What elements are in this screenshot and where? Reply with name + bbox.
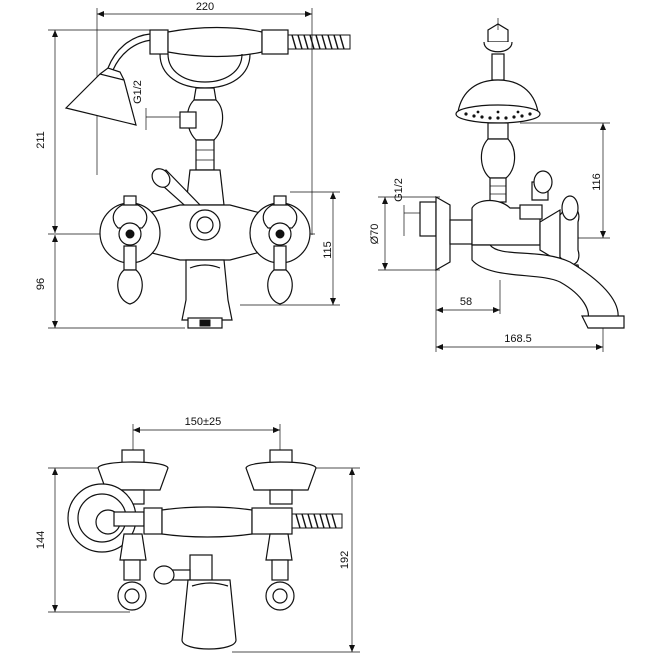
diverter-hub: [189, 209, 221, 241]
dimension-211: 211: [35, 131, 47, 149]
column-cap: [193, 87, 217, 101]
spout: [181, 259, 233, 321]
top-handle-collar-right: [251, 507, 293, 535]
dimension-115: 115: [322, 241, 334, 259]
side-view: 116 Ø70 G1/2 58 168.5: [369, 18, 625, 352]
top-hose: [291, 513, 343, 529]
shower-head-side: [457, 79, 539, 113]
right-handle-upper: [262, 204, 298, 229]
hook-loop: [483, 41, 513, 53]
left-handle-upper: [112, 204, 148, 229]
top-spout-detail: [191, 582, 229, 587]
top-shower-arm: [113, 511, 145, 527]
wall-flange: [435, 195, 451, 272]
top-diverter-stem: [189, 554, 213, 584]
handle-collar-right: [261, 29, 289, 55]
top-handle-collar-left: [143, 507, 163, 535]
shower-nozzles: [464, 110, 532, 120]
front-view: 220 211 96 115 G1/2: [35, 1, 351, 329]
aerator-center: [199, 319, 211, 327]
hook-neck: [491, 53, 505, 81]
top-spout: [181, 579, 237, 650]
left-handle-stem: [123, 245, 137, 271]
wall-connector: [419, 201, 437, 237]
top-diverter-knob: [153, 565, 175, 585]
spout-detail: [189, 264, 221, 269]
flange-nut: [449, 219, 473, 245]
top-left-stem: [123, 559, 141, 581]
shower-outlet: [487, 122, 509, 140]
dimension-150: 150±25: [185, 416, 222, 428]
diverter-hub-inner: [196, 216, 214, 234]
handle-collar-left: [149, 29, 169, 55]
shower-cradle: [159, 53, 251, 89]
top-left-column: [119, 533, 147, 561]
shower-hook-arm-inner: [112, 39, 153, 71]
side-column-bulb: [480, 138, 516, 179]
thread-g12-side: G1/2: [393, 178, 405, 202]
shower-hose: [287, 34, 351, 50]
right-handle-center: [275, 229, 285, 239]
side-handle-collar: [539, 208, 561, 264]
shower-face: [455, 104, 541, 124]
top-right-flange: [245, 461, 317, 491]
left-handle-knob: [117, 269, 143, 305]
handshower-handle: [167, 26, 263, 58]
side-spout: [471, 244, 619, 319]
top-view: 150±25 144 192: [35, 416, 360, 653]
shower-head: [64, 73, 137, 126]
thread-g12-front: G1/2: [132, 80, 144, 104]
top-handshower: [161, 506, 253, 538]
shower-hook-arm: [107, 33, 151, 69]
hose-outlet: [179, 111, 197, 129]
top-right-knob: [265, 581, 295, 611]
dimension-58: 58: [460, 296, 472, 308]
top-right-column: [265, 533, 293, 561]
hook-top: [487, 23, 509, 43]
side-lever-joint: [519, 204, 543, 220]
dimension-192: 192: [339, 551, 351, 569]
shower-cradle-inner: [167, 53, 243, 83]
side-lever-knob: [533, 170, 553, 194]
right-handle-knob: [267, 269, 293, 305]
top-hose-pattern: [295, 513, 337, 529]
column-stem: [195, 139, 215, 171]
top-left-knob-inner: [124, 588, 140, 604]
top-right-knob-inner: [272, 588, 288, 604]
dimension-116: 116: [591, 173, 603, 191]
dimension-144: 144: [35, 531, 47, 549]
right-handle-stem: [273, 245, 287, 271]
hose-pattern: [291, 34, 345, 50]
top-right-nut: [269, 489, 293, 505]
dimension-220: 220: [196, 1, 214, 13]
dimension-168: 168.5: [504, 333, 532, 345]
top-left-knob: [117, 581, 147, 611]
side-handle-top-knob: [561, 195, 579, 221]
dimension-96: 96: [35, 278, 47, 290]
top-right-stem: [271, 559, 289, 581]
top-left-flange: [97, 461, 169, 491]
diverter-knob: [151, 168, 171, 188]
shower-head-neck: [99, 67, 125, 81]
side-spout-tip: [581, 315, 625, 329]
left-handle-center: [125, 229, 135, 239]
side-column-stem: [489, 177, 507, 203]
dimension-d70: Ø70: [369, 224, 381, 245]
